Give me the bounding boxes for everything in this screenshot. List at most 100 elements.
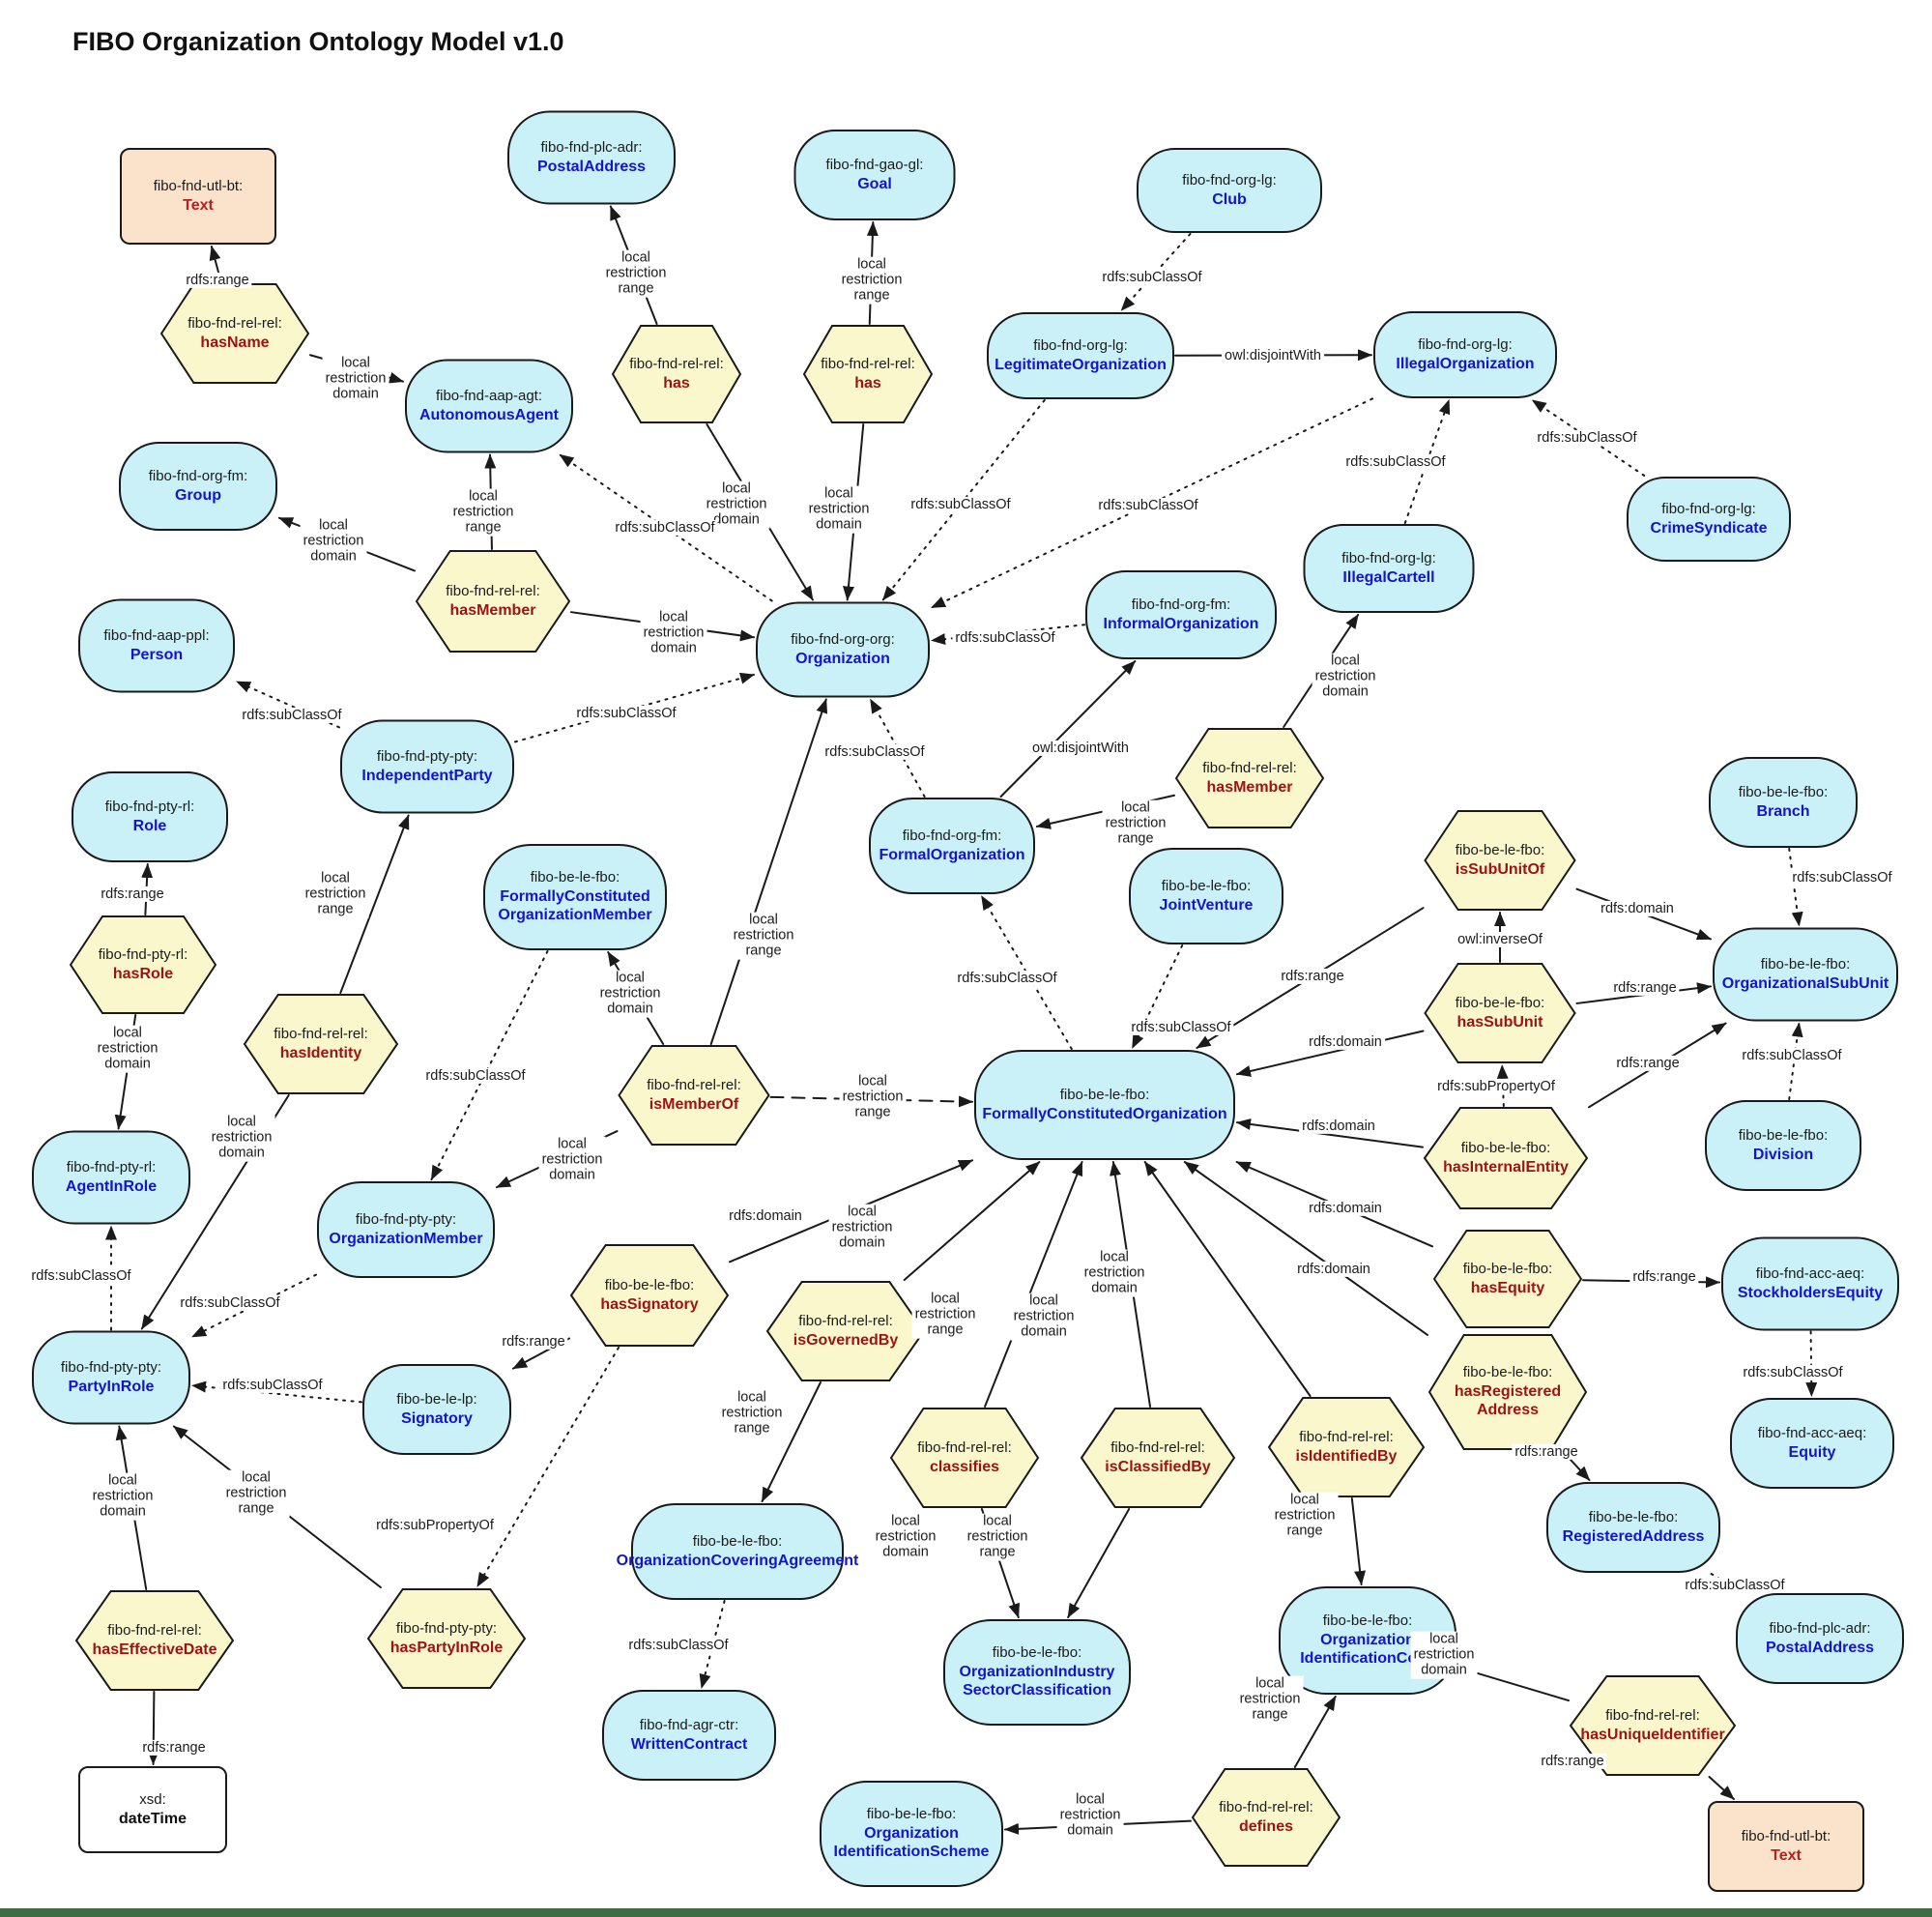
node-classifies[interactable]: fibo-fnd-rel-rel:classifies xyxy=(891,1409,1038,1507)
node-name-orgidcode: Organization IdentificationCode xyxy=(1300,1632,1435,1668)
node-prefix-hassignatory: fibo-be-le-fbo: xyxy=(604,1277,695,1294)
node-name-text-bottom: Text xyxy=(1771,1846,1802,1864)
node-registeredaddress[interactable]: fibo-be-le-fbo:RegisteredAddress xyxy=(1547,1483,1719,1572)
node-postaladdress-bottom[interactable]: fibo-fnd-plc-adr:PostalAddress xyxy=(1737,1594,1903,1683)
node-isclassifiedby[interactable]: fibo-fnd-rel-rel:isClassifiedBy xyxy=(1081,1409,1234,1507)
node-prefix-goal: fibo-fnd-gao-gl: xyxy=(825,157,924,174)
node-agentinrole[interactable]: fibo-fnd-pty-rl:AgentInRole xyxy=(33,1132,189,1224)
node-prefix-crimesyndicate: fibo-fnd-org-lg: xyxy=(1661,501,1756,518)
node-hasrole[interactable]: fibo-fnd-pty-rl:hasRole xyxy=(71,916,216,1013)
node-prefix-hasinternalentity: fibo-be-le-fbo: xyxy=(1460,1140,1551,1157)
node-defines[interactable]: fibo-fnd-rel-rel:defines xyxy=(1193,1769,1340,1866)
node-prefix-isidentifiedby: fibo-fnd-rel-rel: xyxy=(1299,1429,1394,1446)
node-haseffectivedate[interactable]: fibo-fnd-rel-rel:hasEffectiveDate xyxy=(76,1591,233,1690)
node-name-xsddatetime: dateTime xyxy=(119,1810,187,1827)
edge-label-illegalorganization-to-organization: rdfs:subClassOf xyxy=(1095,497,1201,514)
node-person[interactable]: fibo-fnd-aap-ppl:Person xyxy=(79,600,234,692)
node-jointventure[interactable]: fibo-be-le-fbo:JointVenture xyxy=(1130,849,1283,944)
node-fcom[interactable]: fibo-be-le-fbo:FormallyConstituted Organ… xyxy=(484,845,666,949)
node-shape-fco xyxy=(974,1050,1235,1160)
edge-formalorganization-to-informalorganization xyxy=(999,660,1137,798)
node-ismemberof[interactable]: fibo-fnd-rel-rel:isMemberOf xyxy=(620,1046,769,1145)
node-shape-autonomousagent xyxy=(405,359,573,453)
edge-label-isclassifiedby-to-fco: local restriction domain xyxy=(1010,1293,1078,1341)
node-name-isidentifiedby: isIdentifiedBy xyxy=(1295,1447,1398,1465)
node-independentparty[interactable]: fibo-fnd-pty-pty:IndependentParty xyxy=(341,721,513,813)
node-name-agentinrole: AgentInRole xyxy=(65,1177,158,1195)
node-name-hasrole: hasRole xyxy=(112,965,174,982)
node-name-autonomousagent: AutonomousAgent xyxy=(419,406,559,423)
node-xsddatetime[interactable]: xsd:dateTime xyxy=(79,1767,226,1852)
node-division[interactable]: fibo-be-le-fbo:Division xyxy=(1706,1101,1860,1190)
edge-label-has-right-to-organization: local restriction domain xyxy=(805,485,873,534)
node-haspartyinrole[interactable]: fibo-fnd-pty-pty:hasPartyInRole xyxy=(368,1589,525,1688)
node-illegalorganization[interactable]: fibo-fnd-org-lg:IllegalOrganization xyxy=(1374,312,1556,397)
node-hasname[interactable]: fibo-fnd-rel-rel:hasName xyxy=(161,284,308,383)
node-shape-club xyxy=(1137,148,1322,233)
node-name-role: Role xyxy=(132,817,167,834)
node-club[interactable]: fibo-fnd-org-lg:Club xyxy=(1138,149,1321,232)
edge-label-formalorganization-to-informalorganization: owl:disjointWith xyxy=(1029,740,1132,757)
node-shape-isclassifiedby xyxy=(1080,1408,1236,1508)
node-organization[interactable]: fibo-fnd-org-org:Organization xyxy=(757,603,929,697)
node-legitimateorganization[interactable]: fibo-fnd-org-lg:LegitimateOrganization xyxy=(988,313,1173,398)
node-isgovernedby[interactable]: fibo-fnd-rel-rel:isGovernedBy xyxy=(767,1282,924,1380)
node-orgindustrysector[interactable]: fibo-be-le-fbo:OrganizationIndustry Sect… xyxy=(944,1620,1130,1725)
node-branch[interactable]: fibo-be-le-fbo:Branch xyxy=(1710,758,1857,847)
node-equity[interactable]: fibo-fnd-acc-aeq:Equity xyxy=(1731,1399,1893,1488)
node-shape-informalorganization xyxy=(1085,570,1277,659)
node-group[interactable]: fibo-fnd-org-fm:Group xyxy=(120,443,276,530)
node-shape-jointventure xyxy=(1129,848,1283,944)
node-orgcoveringagreement[interactable]: fibo-be-le-fbo:OrganizationCoveringAgree… xyxy=(617,1504,859,1599)
edge-fcom-to-organizationmember xyxy=(430,950,549,1180)
node-text-top[interactable]: fibo-fnd-utl-bt:Text xyxy=(121,149,275,244)
node-name-fcom: FormallyConstituted OrganizationMember xyxy=(498,888,652,924)
edge-hasregisteredaddress-to-fco xyxy=(1183,1161,1428,1336)
node-prefix-postaladdress-top: fibo-fnd-plc-adr: xyxy=(540,139,643,157)
node-shape-hasidentity xyxy=(243,994,399,1094)
node-name-defines: defines xyxy=(1238,1817,1293,1835)
node-informalorganization[interactable]: fibo-fnd-org-fm:InformalOrganization xyxy=(1086,571,1276,658)
node-partyinrole[interactable]: fibo-fnd-pty-pty:PartyInRole xyxy=(33,1332,189,1424)
node-hasequity[interactable]: fibo-be-le-fbo:hasEquity xyxy=(1434,1231,1581,1327)
edge-label-organization-to-autonomousagent: rdfs:subClassOf xyxy=(612,519,718,537)
node-signatory[interactable]: fibo-be-le-lp:Signatory xyxy=(363,1365,510,1454)
node-has-right[interactable]: fibo-fnd-rel-rel:has xyxy=(804,326,932,422)
edge-label-hasequity-to-stockholdersequity: rdfs:range xyxy=(1629,1268,1699,1286)
node-orgidscheme[interactable]: fibo-be-le-fbo:Organization Identificati… xyxy=(821,1782,1002,1886)
node-organizationmember[interactable]: fibo-fnd-pty-pty:OrganizationMember xyxy=(318,1182,494,1277)
node-postaladdress-top[interactable]: fibo-fnd-plc-adr:PostalAddress xyxy=(508,112,675,204)
node-role[interactable]: fibo-fnd-pty-rl:Role xyxy=(72,772,227,861)
node-illegalcartell[interactable]: fibo-fnd-org-lg:IllegalCartell xyxy=(1305,525,1474,612)
edge-label-hasregisteredaddress-to-registeredaddress: rdfs:range xyxy=(1512,1443,1581,1461)
node-has-left[interactable]: fibo-fnd-rel-rel:has xyxy=(613,326,740,422)
node-prefix-defines: fibo-fnd-rel-rel: xyxy=(1219,1799,1313,1816)
node-orgidcode[interactable]: fibo-be-le-fbo:Organization Identificati… xyxy=(1280,1587,1456,1694)
edge-label-hasmember-top-to-organization: local restriction domain xyxy=(640,609,707,657)
node-crimesyndicate[interactable]: fibo-fnd-org-lg:CrimeSyndicate xyxy=(1628,478,1790,561)
node-name-illegalorganization: IllegalOrganization xyxy=(1396,355,1535,372)
node-fco[interactable]: fibo-be-le-fbo:FormallyConstitutedOrgani… xyxy=(975,1051,1234,1159)
node-writtencontract[interactable]: fibo-fnd-agr-ctr:WrittenContract xyxy=(603,1691,775,1780)
edge-label-hasname-to-text-top: rdfs:range xyxy=(183,272,252,289)
node-isidentifiedby[interactable]: fibo-fnd-rel-rel:isIdentifiedBy xyxy=(1269,1398,1424,1496)
node-formalorganization[interactable]: fibo-fnd-org-fm:FormalOrganization xyxy=(870,799,1034,893)
node-issubunitof[interactable]: fibo-be-le-fbo:isSubUnitOf xyxy=(1426,811,1575,910)
node-text-bottom[interactable]: fibo-fnd-utl-bt:Text xyxy=(1709,1802,1863,1891)
node-hasuniqueidentifier[interactable]: fibo-fnd-rel-rel:hasUniqueIdentifier xyxy=(1571,1676,1735,1775)
node-hasidentity[interactable]: fibo-fnd-rel-rel:hasIdentity xyxy=(245,995,397,1093)
node-goal[interactable]: fibo-fnd-gao-gl:Goal xyxy=(795,131,955,219)
node-autonomousagent[interactable]: fibo-fnd-aap-agt:AutonomousAgent xyxy=(406,361,572,452)
node-hasmember-top[interactable]: fibo-fnd-rel-rel:hasMember xyxy=(417,551,569,652)
edge-label-haseffectivedate-to-xsddatetime: rdfs:range xyxy=(139,1739,209,1757)
edge-label-formalorganization-to-organization: rdfs:subClassOf xyxy=(822,743,928,761)
node-organizationalsubunit[interactable]: fibo-be-le-fbo:OrganizationalSubUnit xyxy=(1714,929,1897,1021)
node-name-text-top: Text xyxy=(183,196,214,214)
node-hassubunit[interactable]: fibo-be-le-fbo:hasSubUnit xyxy=(1426,964,1575,1062)
node-hassignatory[interactable]: fibo-be-le-fbo:hasSignatory xyxy=(571,1245,728,1346)
node-hasinternalentity[interactable]: fibo-be-le-fbo:hasInternalEntity xyxy=(1425,1108,1587,1208)
node-hasregisteredaddress[interactable]: fibo-be-le-fbo:hasRegistered Address xyxy=(1429,1335,1586,1449)
node-stockholdersequity[interactable]: fibo-fnd-acc-aeq:StockholdersEquity xyxy=(1722,1238,1898,1330)
node-hasmember-right[interactable]: fibo-fnd-rel-rel:hasMember xyxy=(1176,729,1323,828)
node-shape-illegalcartell xyxy=(1303,524,1475,613)
